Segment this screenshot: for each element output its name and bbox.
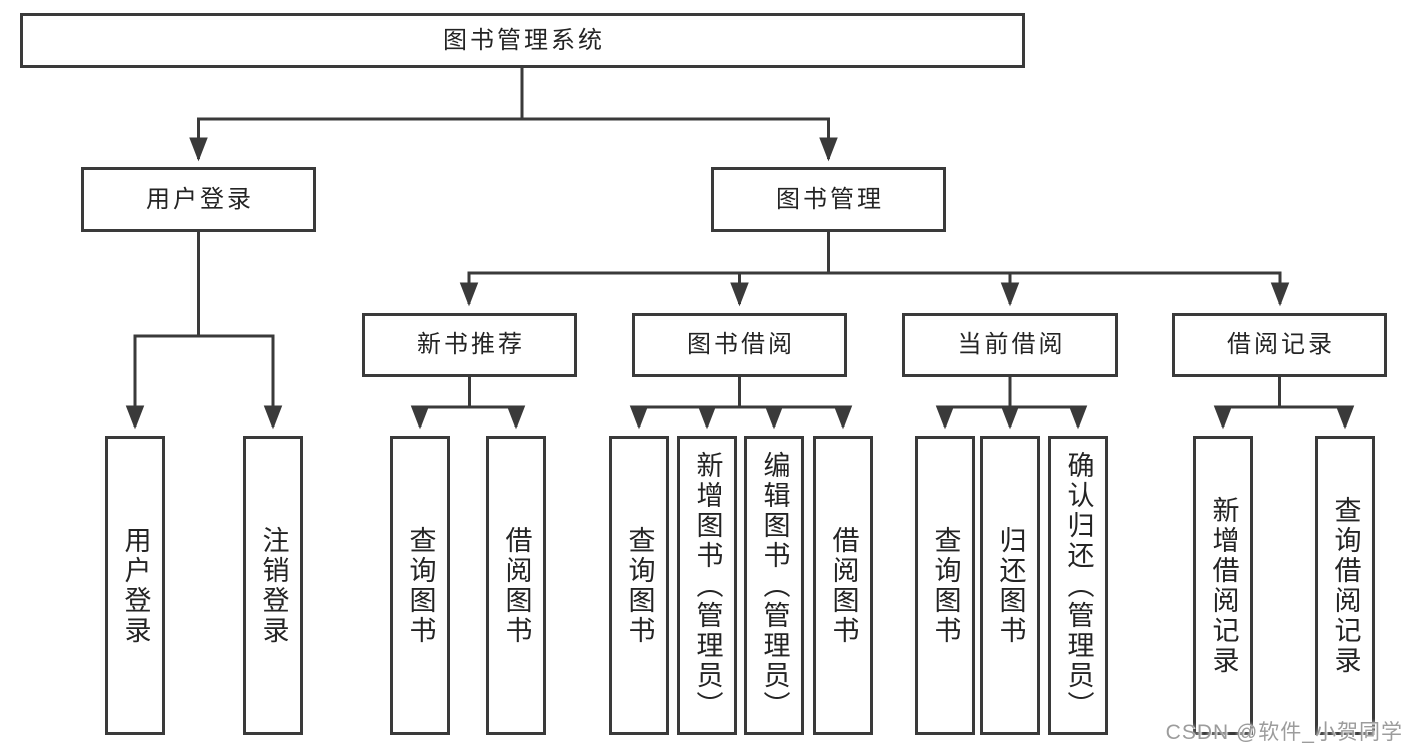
node-current-borrowing: 当前借阅 <box>902 313 1118 377</box>
leaf-return-book-label: 归还图书 <box>995 525 1026 646</box>
leaf-logout: 注销登录 <box>243 436 303 735</box>
leaf-confirm-return-admin-label: 确认归还（管理员） <box>1063 450 1094 721</box>
leaf-query-borrow-record-label: 查询借阅记录 <box>1330 495 1361 676</box>
leaf-user-login-label: 用户登录 <box>120 525 151 646</box>
node-new-book-recommend-label: 新书推荐 <box>417 331 525 358</box>
leaf-add-book-admin: 新增图书（管理员） <box>677 436 737 735</box>
leaf-query-book-2: 查询图书 <box>609 436 669 735</box>
leaf-borrow-book-1: 借阅图书 <box>486 436 546 735</box>
node-user-login-label: 用户登录 <box>146 185 254 213</box>
leaf-borrow-book-2-label: 借阅图书 <box>828 525 859 646</box>
leaf-query-book-3-label: 查询图书 <box>930 525 961 646</box>
leaf-edit-book-admin-label: 编辑图书（管理员） <box>759 450 790 721</box>
leaf-user-login: 用户登录 <box>105 436 165 735</box>
node-borrowing-records-label: 借阅记录 <box>1227 331 1335 358</box>
node-book-management: 图书管理 <box>711 167 946 232</box>
leaf-edit-book-admin: 编辑图书（管理员） <box>744 436 804 735</box>
leaf-query-book-3: 查询图书 <box>915 436 975 735</box>
node-new-book-recommend: 新书推荐 <box>362 313 577 377</box>
node-root-system: 图书管理系统 <box>20 13 1025 68</box>
leaf-add-book-admin-label: 新增图书（管理员） <box>692 450 723 721</box>
node-borrowing-records: 借阅记录 <box>1172 313 1387 377</box>
leaf-confirm-return-admin: 确认归还（管理员） <box>1048 436 1108 735</box>
csdn-watermark: CSDN @软件_小贺同学 <box>1165 721 1403 744</box>
node-root-system-label: 图书管理系统 <box>443 26 605 54</box>
leaf-logout-label: 注销登录 <box>258 525 289 646</box>
node-current-borrowing-label: 当前借阅 <box>957 331 1066 358</box>
node-book-borrowing: 图书借阅 <box>632 313 847 377</box>
leaf-add-borrow-record-label: 新增借阅记录 <box>1208 495 1239 676</box>
leaf-borrow-book-1-label: 借阅图书 <box>501 525 532 646</box>
node-book-management-label: 图书管理 <box>776 185 884 213</box>
leaf-query-borrow-record: 查询借阅记录 <box>1315 436 1375 735</box>
leaf-query-book-2-label: 查询图书 <box>624 525 655 646</box>
leaf-add-borrow-record: 新增借阅记录 <box>1193 436 1253 735</box>
node-book-borrowing-label: 图书借阅 <box>687 331 795 358</box>
leaf-borrow-book-2: 借阅图书 <box>813 436 873 735</box>
leaf-return-book: 归还图书 <box>980 436 1040 735</box>
leaf-query-book-1-label: 查询图书 <box>405 525 436 646</box>
leaf-query-book-1: 查询图书 <box>390 436 450 735</box>
node-user-login: 用户登录 <box>81 167 316 232</box>
